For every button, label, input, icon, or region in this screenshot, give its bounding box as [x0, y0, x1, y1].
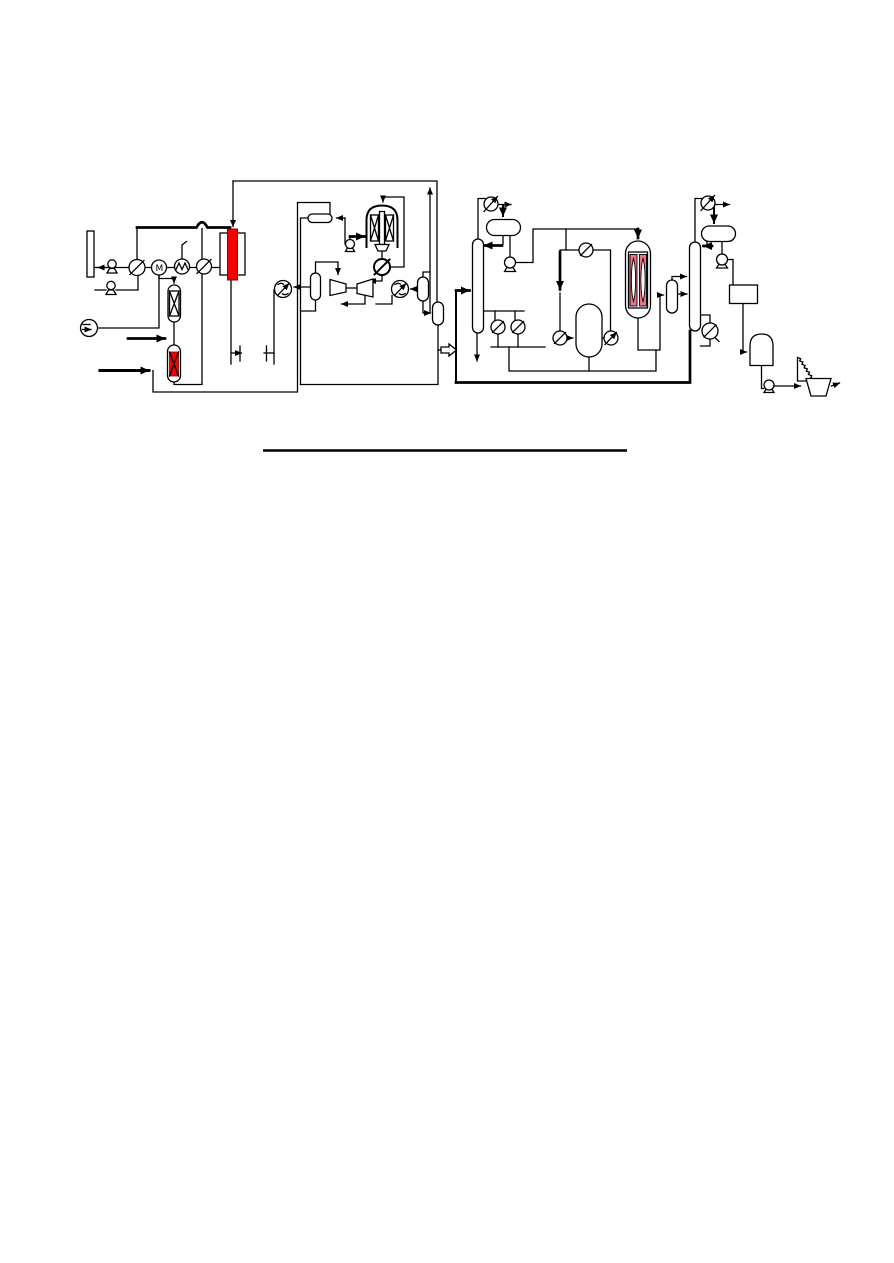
separator-b [431, 301, 445, 326]
interchanger [552, 330, 568, 346]
product-open-arrow [440, 342, 458, 358]
condenser-1 [483, 195, 499, 213]
surge-drum [575, 303, 603, 358]
compressor [329, 278, 347, 297]
preheat-exchanger-1 [128, 258, 146, 277]
tubular-reactor-highlighted [624, 240, 652, 319]
reflux-drum-1 [485, 218, 522, 237]
packed-guard-bed [167, 284, 182, 323]
transfer-pump [762, 379, 776, 394]
package-box [728, 284, 759, 305]
fired-heater [173, 258, 191, 275]
highlighted-packed-vessel [166, 344, 182, 383]
heater-circle [603, 330, 619, 346]
feed-effluent-exchanger [578, 242, 594, 258]
air-cooler-2 [390, 279, 410, 299]
reflux-pump-2 [715, 253, 729, 269]
flash-drum-small [307, 213, 333, 224]
prill-screen [796, 356, 821, 382]
mixer: M [150, 259, 168, 276]
reboiler-2 [701, 322, 719, 340]
reactor-converter [365, 204, 399, 252]
dome-vessel [749, 333, 774, 367]
reflux-drum-2 [700, 225, 737, 243]
reboiler-circle-2 [510, 319, 526, 335]
condenser-2 [700, 194, 716, 212]
reactor-effluent-exchanger [373, 258, 391, 276]
column-1 [471, 238, 485, 334]
recycle-blower [79, 318, 99, 338]
expander [356, 278, 374, 298]
spare-pump [104, 280, 118, 296]
reboiler-circle-1 [490, 319, 506, 335]
side-drum [665, 279, 679, 314]
column-2 [688, 241, 702, 332]
preheat-exchanger-2 [195, 258, 213, 275]
feed-battery-limit [86, 230, 95, 278]
highlighted-column [219, 228, 246, 281]
knockout-drum [309, 272, 322, 301]
air-cooler-1 [273, 279, 293, 299]
pipes [93, 180, 841, 393]
solids-hopper [805, 377, 832, 397]
reactor-feed-pump [344, 238, 356, 253]
separator-a [416, 276, 430, 302]
mixer-label: M [156, 264, 164, 274]
feed-pump [105, 259, 119, 274]
reflux-pump-1 [503, 256, 517, 273]
